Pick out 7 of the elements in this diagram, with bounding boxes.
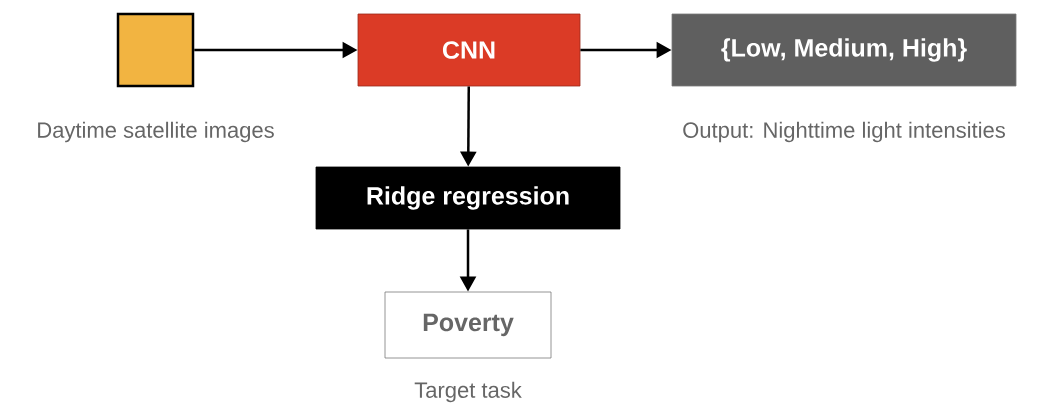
node-caption: Output: Nighttime light intensities: [683, 121, 1005, 143]
process-box: Ridge regression: [315, 166, 621, 230]
node-caption: Daytime satellite images: [38, 121, 274, 143]
process-box: CNN: [357, 13, 581, 87]
output-box: {Low, Medium, High}: [671, 13, 1017, 87]
node-caption: Target task: [414, 381, 522, 403]
target-box: Poverty: [384, 291, 552, 359]
